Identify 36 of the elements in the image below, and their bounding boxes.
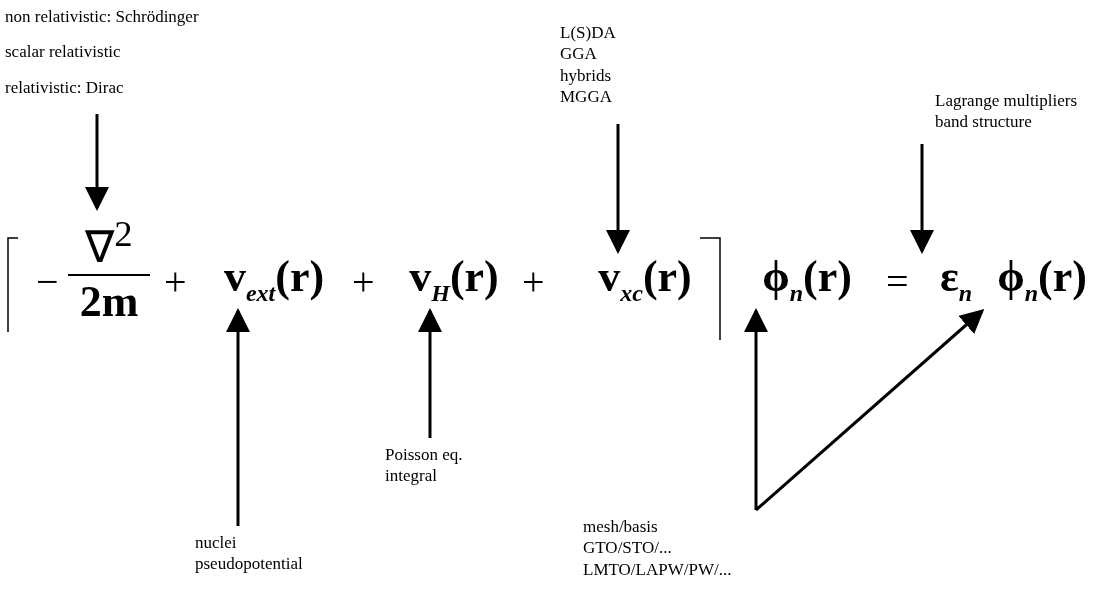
operator-symbol: + [352,262,375,302]
denominator-text: 2m [78,275,140,328]
annotation-text: integral [385,465,438,487]
annotation-text: mesh/basis [583,516,659,538]
equation-term: ϕ$_{n}$(r) [996,255,1088,305]
annotation-text: LMTO/LAPW/PW/... [583,558,733,580]
operator-symbol: + [164,262,187,302]
operator-symbol: = [886,262,909,302]
annotation-text: nuclei [195,532,238,554]
operator-symbol: + [522,262,545,302]
operator-symbol: − [36,262,59,302]
equation-term: v$_{ext}$(r) [222,255,326,305]
arrow [226,308,250,526]
equation-term: v$_{xc}$(r) [597,255,693,305]
annotation-text: scalar relativistic [5,41,122,63]
annotation-text: band structure [935,111,1033,133]
annotation-text: relativistic: Dirac [5,76,125,98]
annotation-text: MGGA [560,85,613,107]
annotation-text: non relativistic: Schrödinger [5,6,200,28]
equation-term: v$_{H}$(r) [408,255,500,305]
annotation-text: GGA [560,43,598,65]
equation-term: ε$_{n}$ [938,255,974,305]
annotation-text: GTO/STO/... [583,537,673,559]
annotation-text: Poisson eq. [385,444,464,466]
annotation-text: pseudopotential [195,553,304,575]
arrow [418,308,442,438]
arrow [910,144,934,254]
arrow [85,114,109,211]
equation-term: ϕ$_{n}$(r) [761,255,853,305]
annotation-text: hybrids [560,64,612,86]
annotation-text: Lagrange multipliers [935,90,1079,112]
annotation-text: L(S)DA [560,22,617,44]
numerator-text: ∇$^{2}$ [68,212,150,276]
arrow [744,308,768,510]
arrow [606,124,630,254]
arrow [755,309,985,512]
